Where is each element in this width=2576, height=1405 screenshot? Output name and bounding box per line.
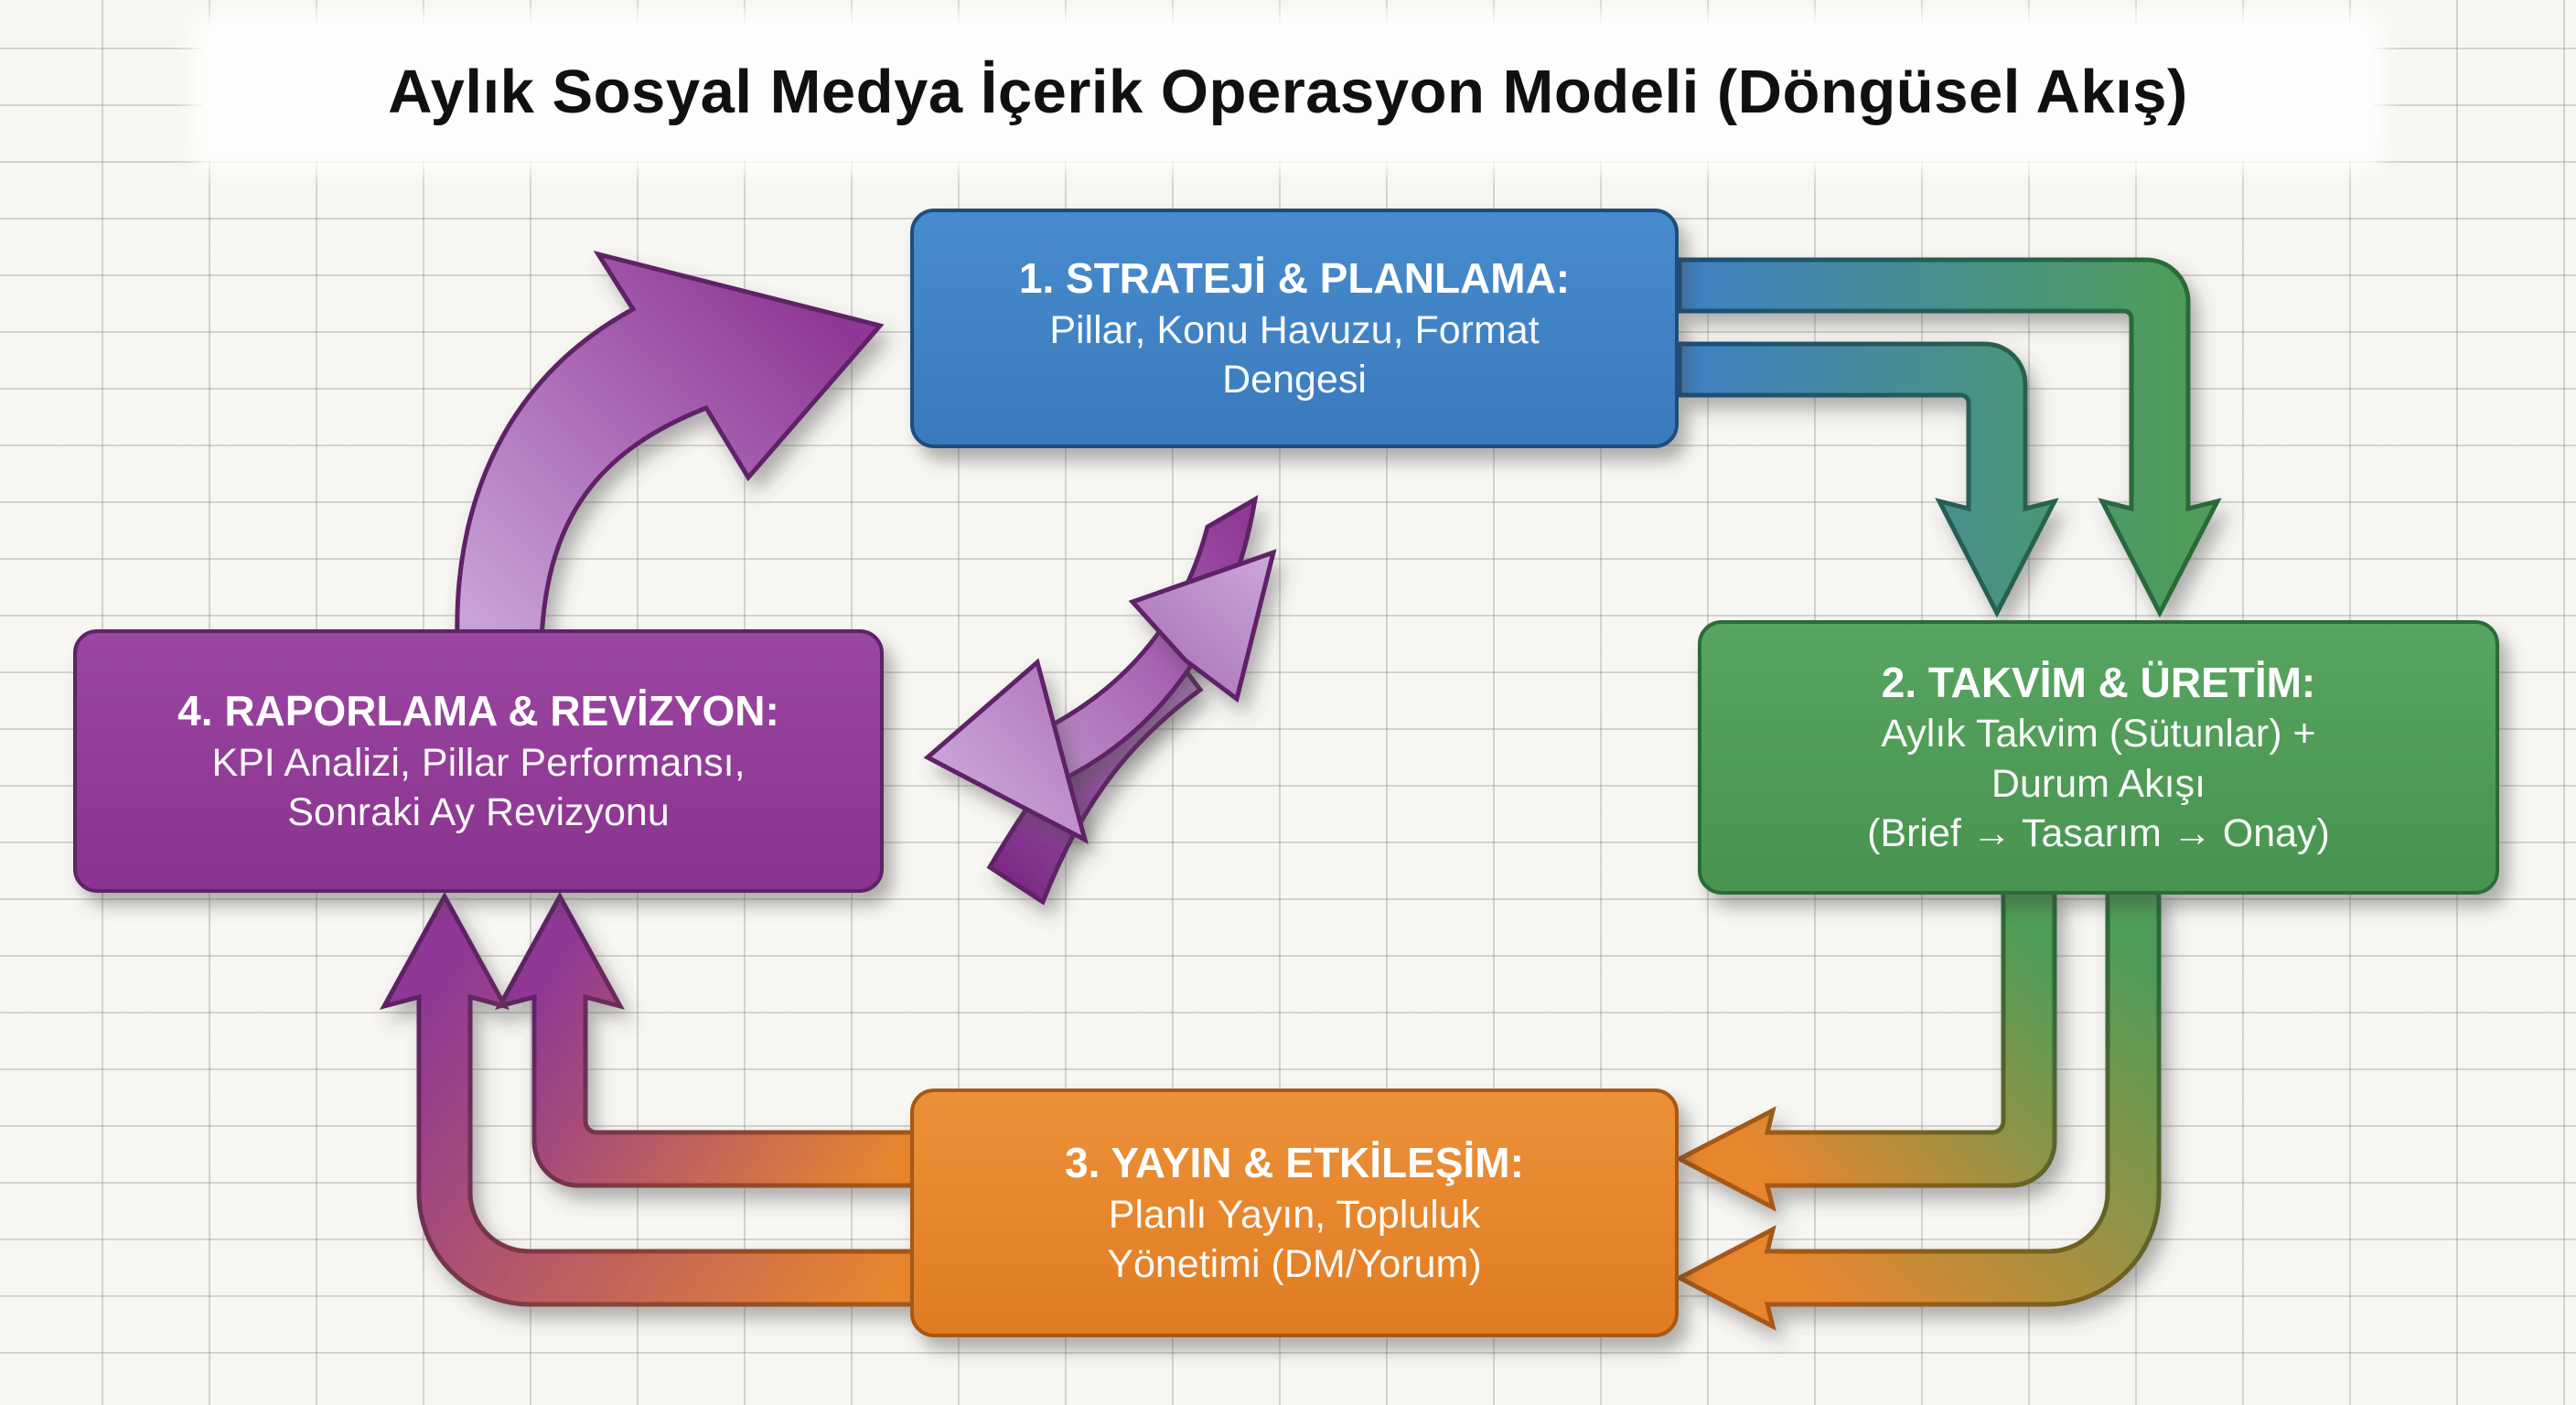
title-band: Aylık Sosyal Medya İçerik Operasyon Mode… [203, 24, 2373, 159]
box-body-line: Pillar, Konu Havuzu, Format [1049, 307, 1540, 352]
cycle-swap-down-head [923, 658, 1089, 844]
box-reporting-revision: 4. RAPORLAMA & REVİZYON: KPI Analizi, Pi… [73, 629, 884, 893]
box-strategy-planning: 1. STRATEJİ & PLANLAMA: Pillar, Konu Hav… [910, 209, 1679, 448]
box-body-line: Planlı Yayın, Topluluk [1108, 1192, 1481, 1237]
box-calendar-production: 2. TAKVİM & ÜRETİM: Aylık Takvim (Sütunl… [1698, 620, 2499, 895]
arrow-publish-to-report-outer [380, 891, 916, 1307]
arrow-publish-to-report-inner [495, 891, 916, 1188]
box-publish-engagement: 3. YAYIN & ETKİLEŞİM: Planlı Yayın, Topl… [910, 1089, 1679, 1337]
arrow-calendar-to-publish-outer [1674, 885, 2162, 1331]
arrow-strategy-to-calendar-outer [1677, 257, 2222, 618]
box-heading: 4. RAPORLAMA & REVİZYON: [177, 687, 779, 735]
box-body-line: Dengesi [1222, 357, 1367, 402]
box-body-line: Sonraki Ay Revizyonu [287, 789, 670, 834]
page-title: Aylık Sosyal Medya İçerik Operasyon Mode… [388, 57, 2188, 126]
box-body-line: (Brief → Tasarım → Onay) [1867, 810, 2330, 855]
box-body-line: KPI Analizi, Pillar Performansı, [211, 740, 746, 785]
cycle-swap-up-head [1128, 549, 1277, 703]
box-body-line: Yönetimi (DM/Yorum) [1107, 1241, 1482, 1286]
box-heading: 1. STRATEJİ & PLANLAMA: [1018, 254, 1571, 303]
arrow-report-to-strategy [455, 251, 885, 643]
box-body-line: Aylık Takvim (Sütunlar) + [1881, 712, 2316, 756]
arrow-strategy-to-calendar-inner [1677, 341, 2059, 618]
box-body-line: Durum Akışı [1991, 761, 2206, 806]
arrow-calendar-to-publish-inner [1674, 885, 2057, 1212]
box-heading: 2. TAKVİM & ÜRETİM: [1881, 658, 2316, 706]
box-heading: 3. YAYIN & ETKİLEŞİM: [1065, 1139, 1524, 1187]
